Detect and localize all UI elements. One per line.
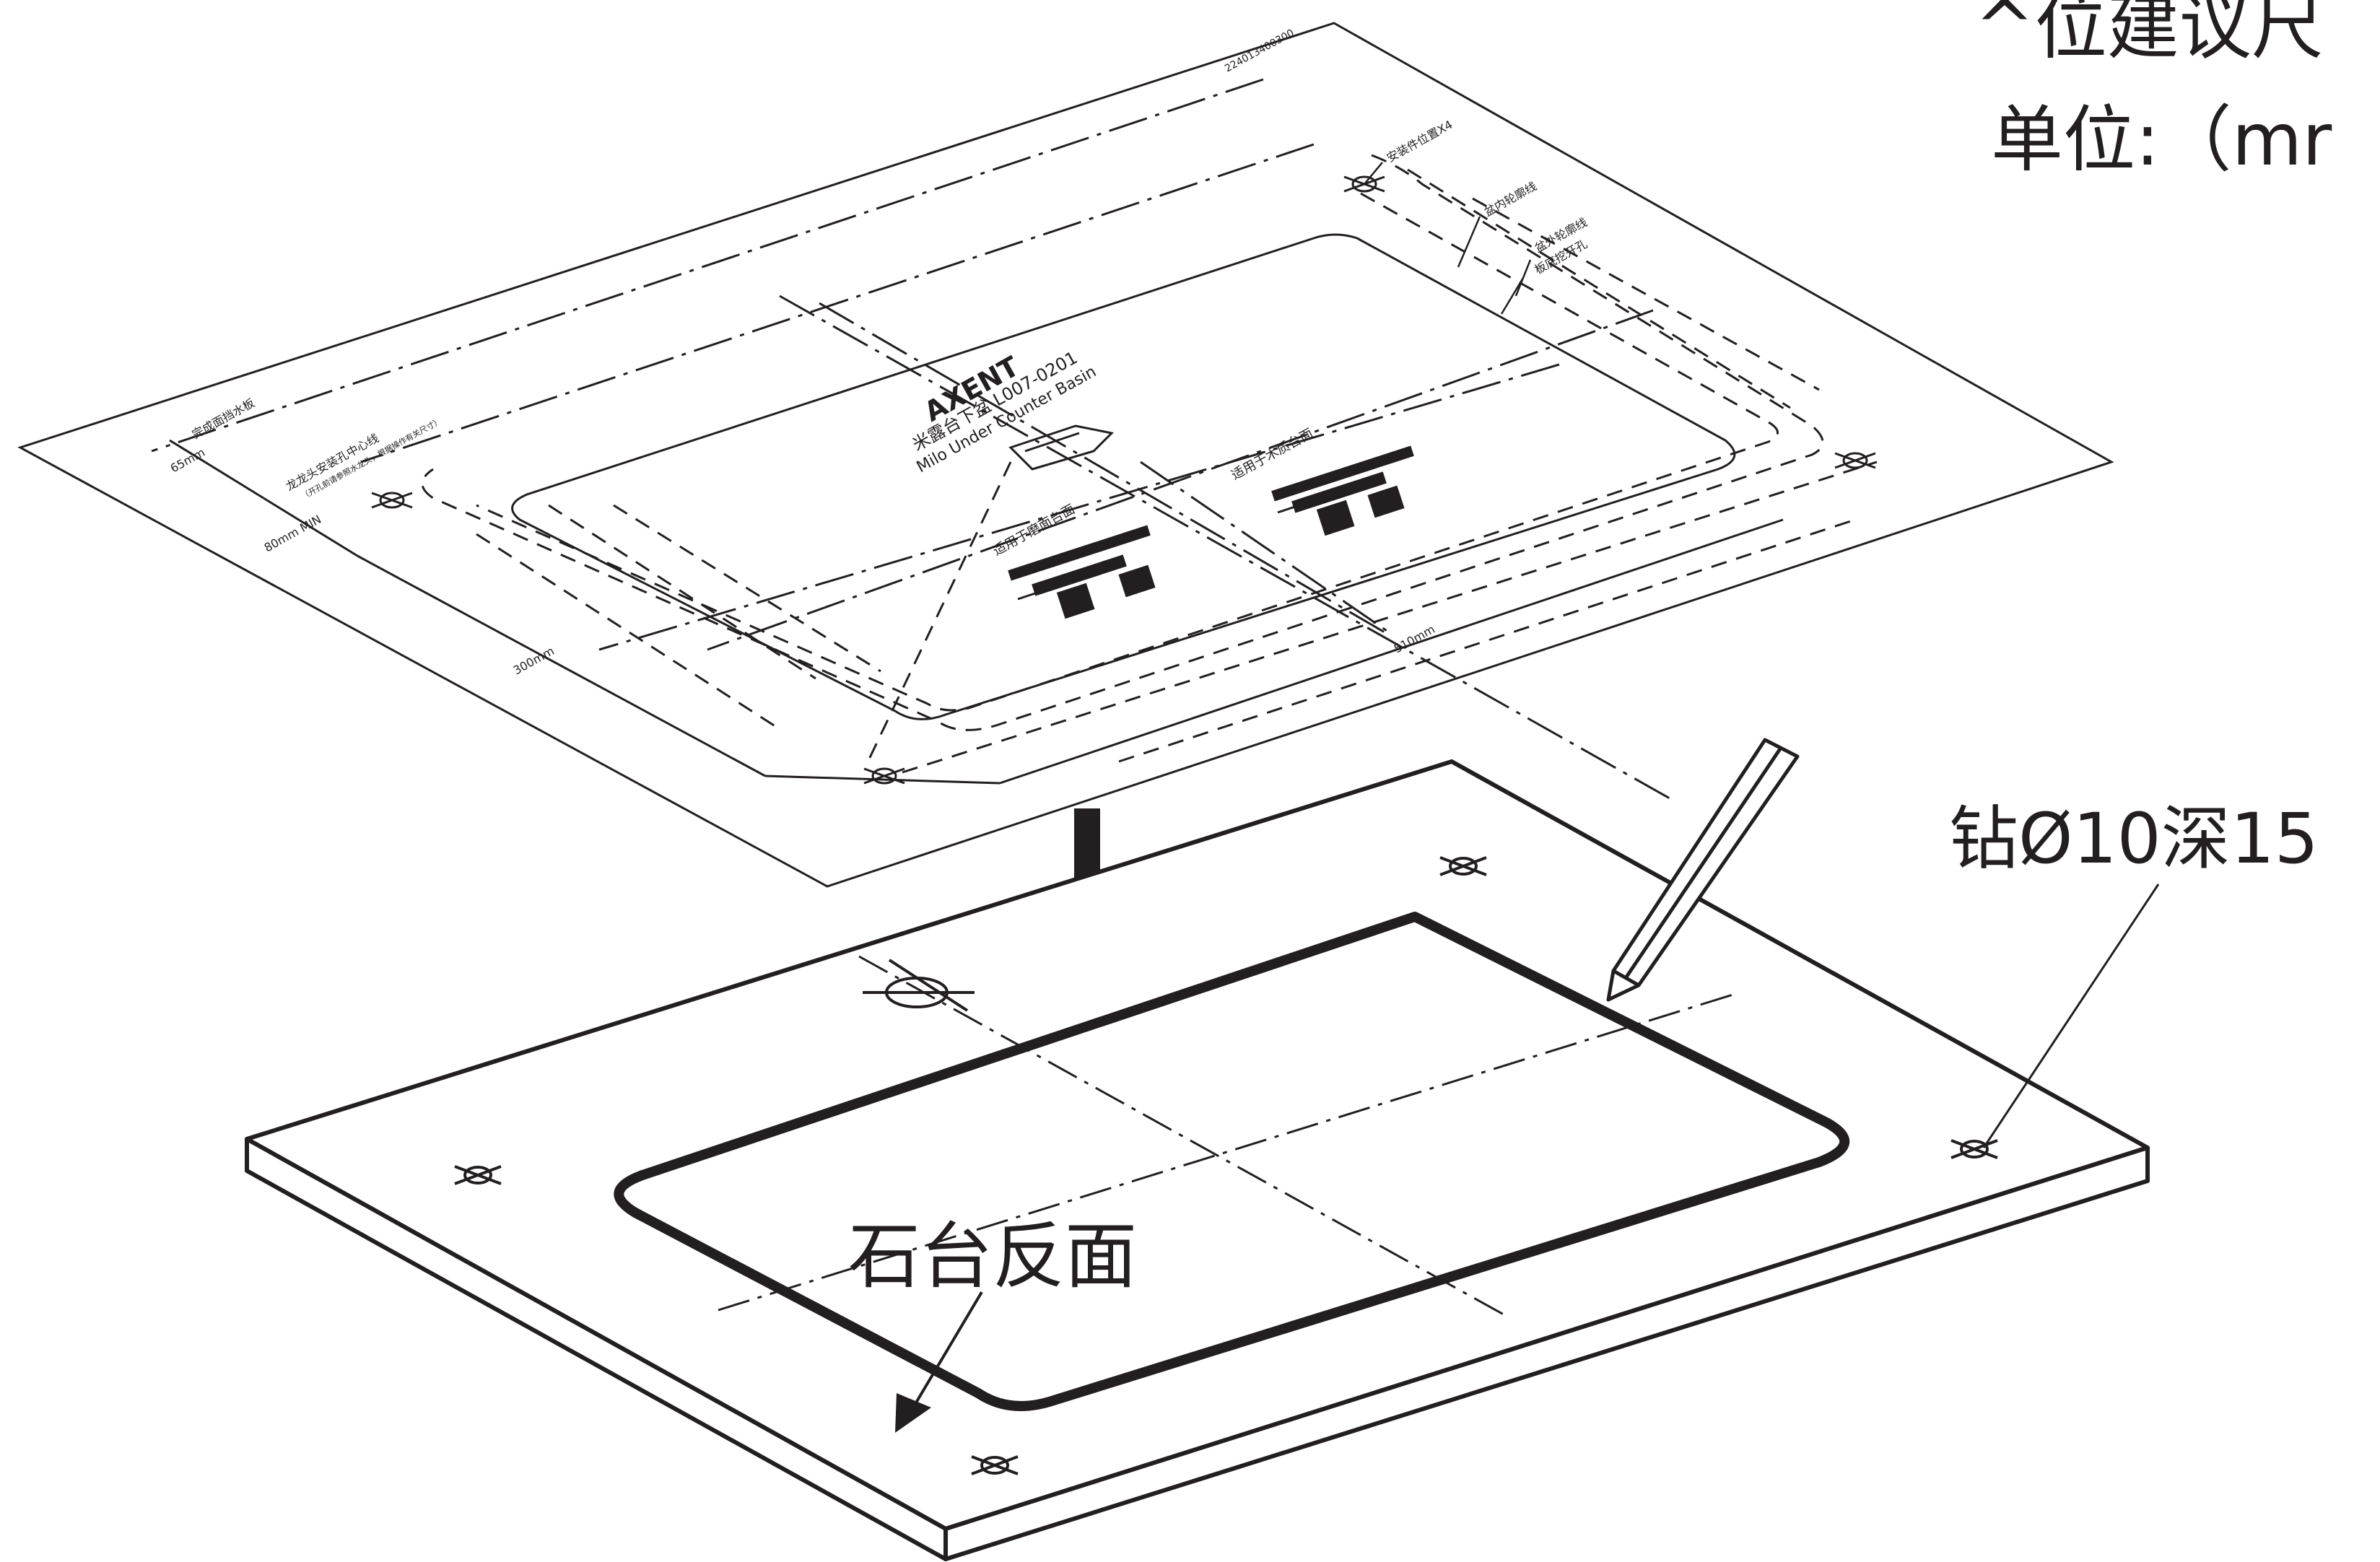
- pencil-icon: [1606, 738, 1800, 1002]
- counter-right-edge: [943, 1146, 2150, 1561]
- template-dimensions: [169, 439, 1784, 785]
- faucet-hole-mark: [863, 959, 975, 1012]
- template-basin-contour: [511, 233, 1736, 720]
- header-line-1: ^位建议尺: [1974, 0, 2324, 69]
- counter-back-callout: 石台反面: [848, 1214, 1137, 1433]
- drill-leader-line: [1982, 883, 2160, 1148]
- counter-back-leader: [912, 1291, 983, 1409]
- template-sheet-outline: [17, 22, 2114, 888]
- template-leaders: [1364, 162, 1532, 315]
- basin-sketch-icon: [1008, 424, 1115, 471]
- template-dashed-contours: [421, 154, 1878, 774]
- header-line-2: 单位:（mr: [1991, 97, 2332, 182]
- counter-back-label: 石台反面: [848, 1214, 1137, 1299]
- rough-counter-section-icon: [1271, 445, 1414, 536]
- polished-counter-section-icon: [1008, 525, 1156, 619]
- drill-label: 钻Ø10深15: [1949, 798, 2319, 879]
- counter-back-arrowhead: [895, 1393, 931, 1433]
- template-dashdot-lines: [151, 78, 1675, 803]
- template-mount-mark: [863, 767, 905, 785]
- template-mount-mark: [1834, 452, 1876, 469]
- counter-basin-contour: [614, 912, 1850, 1411]
- header: ^位建议尺 单位:（mr: [1974, 0, 2332, 182]
- counter-mount-mark: [971, 1455, 1019, 1475]
- counter-mount-marks: [454, 856, 1998, 1475]
- paper-template: 224013400300 AXENT 米露台下盆 L007-0201 Milo …: [17, 22, 2114, 888]
- counter-mount-mark: [454, 1165, 502, 1185]
- counter-mount-mark: [1950, 1139, 1998, 1159]
- drill-callout: 钻Ø10深15: [1949, 798, 2319, 1148]
- counter-centerlines: [718, 955, 1740, 1319]
- template-mount-mark: [371, 492, 413, 509]
- counter-mount-mark: [1439, 856, 1487, 876]
